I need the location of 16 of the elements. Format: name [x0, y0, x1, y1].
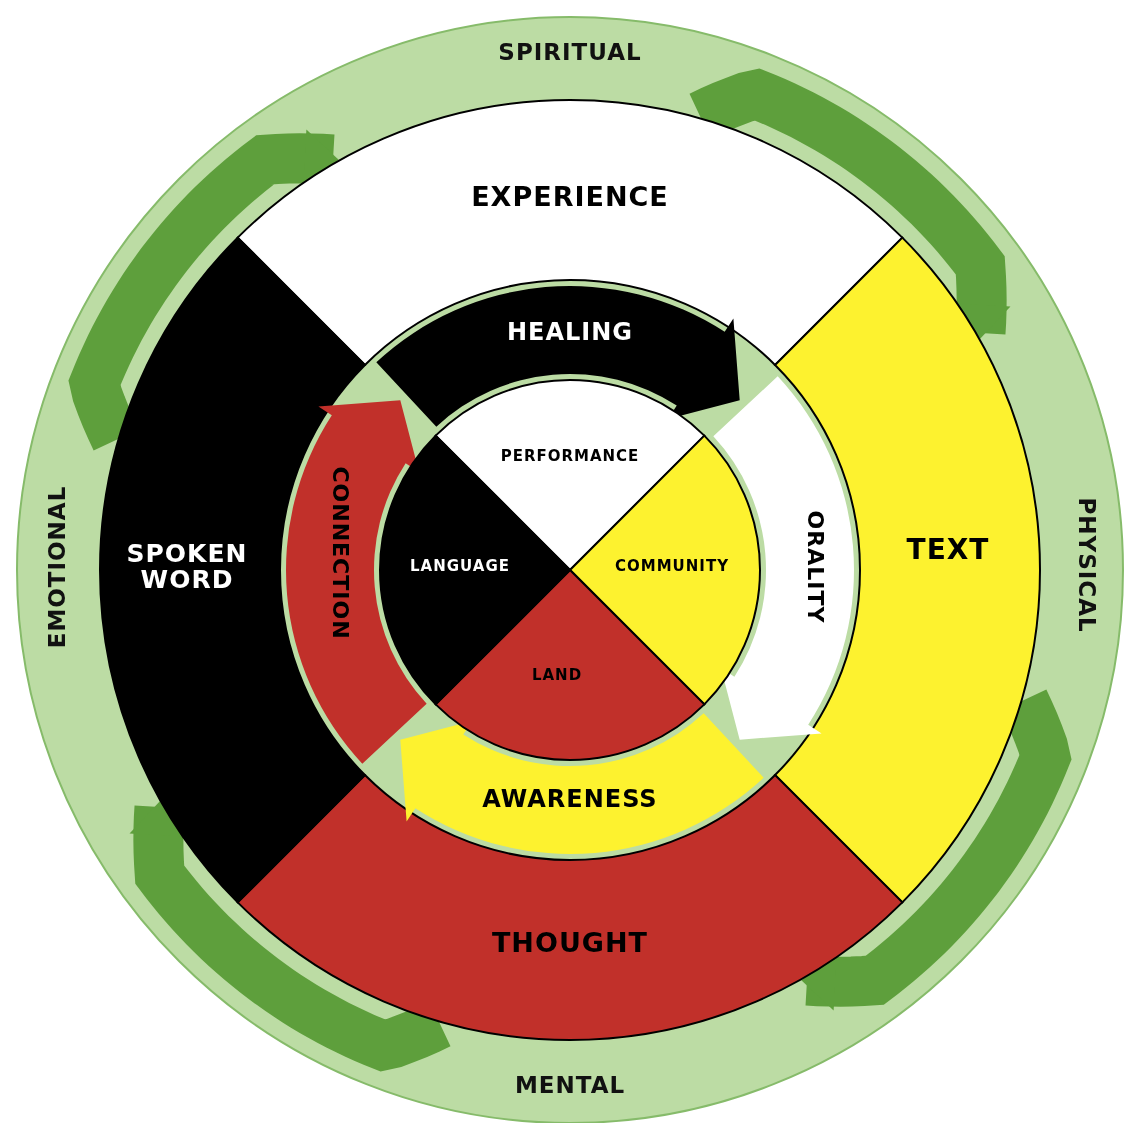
segment-label: AWARENESS	[481, 784, 659, 816]
segment-label: HEALING	[505, 317, 635, 349]
segment-label: LAND	[530, 665, 584, 687]
segment-label: ORALITY	[801, 509, 829, 626]
segment-label: THOUGHT	[490, 925, 650, 960]
ring-label: MENTAL	[513, 1070, 627, 1100]
ring-label: EMOTIONAL	[42, 484, 71, 651]
segment-label: TEXT	[905, 532, 991, 569]
segment-label: COMMUNITY	[614, 556, 730, 578]
ring-label: PHYSICAL	[1073, 496, 1102, 635]
segment-label: EXPERIENCE	[470, 179, 670, 214]
ring-label: SPIRITUAL	[497, 37, 643, 67]
segment-label: CONNECTION	[326, 465, 354, 642]
segment-label: LANGUAGE	[409, 556, 511, 578]
segment-label: PERFORMANCE	[499, 446, 641, 468]
segment-label: SPOKEN WORD	[125, 537, 249, 596]
